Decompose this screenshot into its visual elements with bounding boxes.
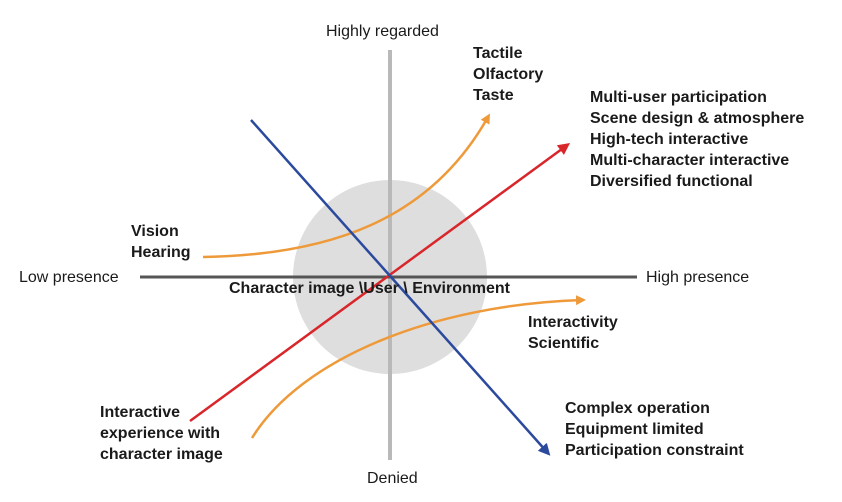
- group-item: Interactive: [100, 404, 181, 421]
- group-item: Complex operation: [565, 400, 710, 417]
- group-item: Interactivity: [528, 314, 618, 331]
- red-diagonal-arrow: [189, 143, 571, 423]
- group-item: Equipment limited: [565, 421, 704, 438]
- axis-label-top: Highly regarded: [326, 23, 439, 40]
- orange-curve-upper: [202, 113, 490, 259]
- group-item: Multi-user participation: [590, 89, 767, 106]
- group-item: Scientific: [528, 335, 600, 352]
- group-item: Olfactory: [473, 66, 544, 83]
- axis-label-left: Low presence: [19, 269, 119, 286]
- group-item: Taste: [473, 87, 514, 104]
- senses-top-group: Tactile Olfactory Taste: [473, 43, 543, 106]
- group-item: Vision: [131, 223, 179, 240]
- constraints-group: Complex operation Equipment limited Part…: [565, 398, 744, 461]
- axis-label-right: High presence: [646, 269, 750, 286]
- group-item: Hearing: [131, 244, 191, 261]
- orange-curve-lower: [250, 295, 586, 439]
- axis-label-bottom: Denied: [367, 470, 418, 487]
- senses-left-group: Vision Hearing: [131, 221, 191, 263]
- group-item: Multi-character interactive: [590, 152, 790, 169]
- group-item: Scene design & atmosphere: [590, 110, 805, 127]
- group-item: Diversified functional: [590, 173, 753, 190]
- interactivity-group: Interactivity Scientific: [528, 312, 618, 354]
- group-item: character image: [100, 446, 223, 463]
- group-item: experience with: [100, 425, 221, 442]
- group-item: High-tech interactive: [590, 131, 749, 148]
- blue-diagonal-arrow: [250, 119, 551, 456]
- group-item: Participation constraint: [565, 442, 744, 459]
- group-item: Tactile: [473, 45, 523, 62]
- experience-group: Interactive experience with character im…: [100, 402, 223, 465]
- center-label: Character image \User \ Environment: [229, 280, 510, 297]
- features-group: Multi-user participation Scene design & …: [590, 87, 804, 192]
